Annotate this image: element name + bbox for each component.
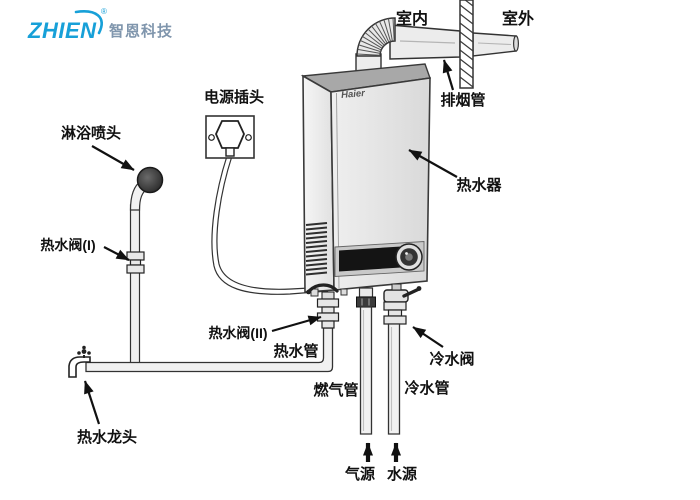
gas-coupling <box>356 296 376 308</box>
annotation-arrows <box>83 59 458 462</box>
hot-water-valve-2-label: 热水阀(II) <box>208 325 267 341</box>
hot-water-faucet-arrow <box>83 380 101 425</box>
power-plug-label: 电源插头 <box>204 88 264 106</box>
cold-water-pipe <box>387 323 401 435</box>
gas-source-label: 气源 <box>344 465 375 483</box>
hot-water-piping <box>68 166 334 378</box>
plug-stem <box>225 147 235 157</box>
power-socket <box>205 115 255 159</box>
vent-grille <box>305 222 328 276</box>
gas-stub <box>358 287 374 298</box>
pipe-shading <box>477 42 512 46</box>
plug-body <box>215 120 245 149</box>
elbow-ribs <box>357 18 395 56</box>
heater-front-face <box>330 77 431 291</box>
cold-water-valve-arrow <box>412 326 444 348</box>
exhaust-pipe-arrow <box>442 59 455 91</box>
control-knob-center <box>405 253 413 261</box>
heater-brand-logo: Haier <box>341 88 367 101</box>
hot-water-valve-1-label: 热水阀(I) <box>40 237 95 253</box>
hot-water-valve-2-arrow <box>271 315 322 333</box>
water-heater-label: 热水器 <box>456 176 502 194</box>
cold-water-valve-label: 冷水阀 <box>429 350 474 368</box>
gas-connection <box>356 287 376 435</box>
water-heater: Haier <box>300 63 431 297</box>
faucet-handle-lobe <box>82 345 86 350</box>
hot-water-valve-2-assembly <box>306 283 340 329</box>
valve-stem <box>321 291 335 300</box>
faucet-handle-lobe <box>87 351 91 355</box>
outdoor-label: 室外 <box>502 9 534 28</box>
valve-handle <box>307 283 339 293</box>
knob-highlight <box>405 252 408 255</box>
shower-head-label: 淋浴喷头 <box>61 124 121 142</box>
valve-handle-tip <box>306 289 311 295</box>
logo-registered-mark: ® <box>101 7 107 16</box>
indoor-label: 室内 <box>396 9 428 28</box>
mount-tab <box>340 288 348 296</box>
logo-swoosh-icon <box>74 10 103 35</box>
diagram-labels: 室内 室外 排烟管 热水器 电源插头 淋浴喷头 热水阀(I) 热水阀(II) 热… <box>40 9 534 483</box>
shower-head-arrow <box>91 145 135 171</box>
socket-screw <box>208 134 215 141</box>
power-cord <box>211 155 329 295</box>
valve-nuts <box>383 301 407 325</box>
faucet-handle <box>81 349 87 354</box>
faucet-body <box>68 356 91 378</box>
hot-water-faucet <box>68 345 91 378</box>
exhaust-pipe-label: 排烟管 <box>440 91 485 109</box>
pipe-shading <box>399 40 456 44</box>
hot-water-valve-1-arrow <box>103 246 130 261</box>
hot-water-faucet-label: 热水龙头 <box>77 428 137 446</box>
logo-brand-text: ZHIEN <box>27 18 97 43</box>
gas-pipe-label: 燃气管 <box>313 381 358 399</box>
faucet-handle-lobe <box>77 351 81 355</box>
socket-screw <box>245 134 252 141</box>
mount-tab <box>310 288 319 297</box>
gas-pipe <box>359 306 373 435</box>
cold-water-pipe-label: 冷水管 <box>404 379 449 397</box>
valve-bolt <box>391 283 402 291</box>
hot-water-pipe-label: 热水管 <box>273 342 318 360</box>
shower-riser-pipe <box>129 204 141 364</box>
wall <box>459 0 474 89</box>
cold-water-valve-assembly <box>383 283 422 435</box>
valve-lever-tip <box>416 286 422 291</box>
wall-hatching <box>459 0 474 88</box>
valve-lever <box>402 287 421 298</box>
hot-water-valve-1-fitting <box>126 251 145 274</box>
site-logo: ZHIEN ® 智恩科技 <box>27 7 173 43</box>
logo-company-text: 智恩科技 <box>109 22 173 40</box>
water-source-label: 水源 <box>387 465 417 483</box>
exhaust-pipe-open-end <box>512 35 519 52</box>
water-heater-arrow <box>408 149 458 178</box>
shower-head <box>136 166 164 194</box>
